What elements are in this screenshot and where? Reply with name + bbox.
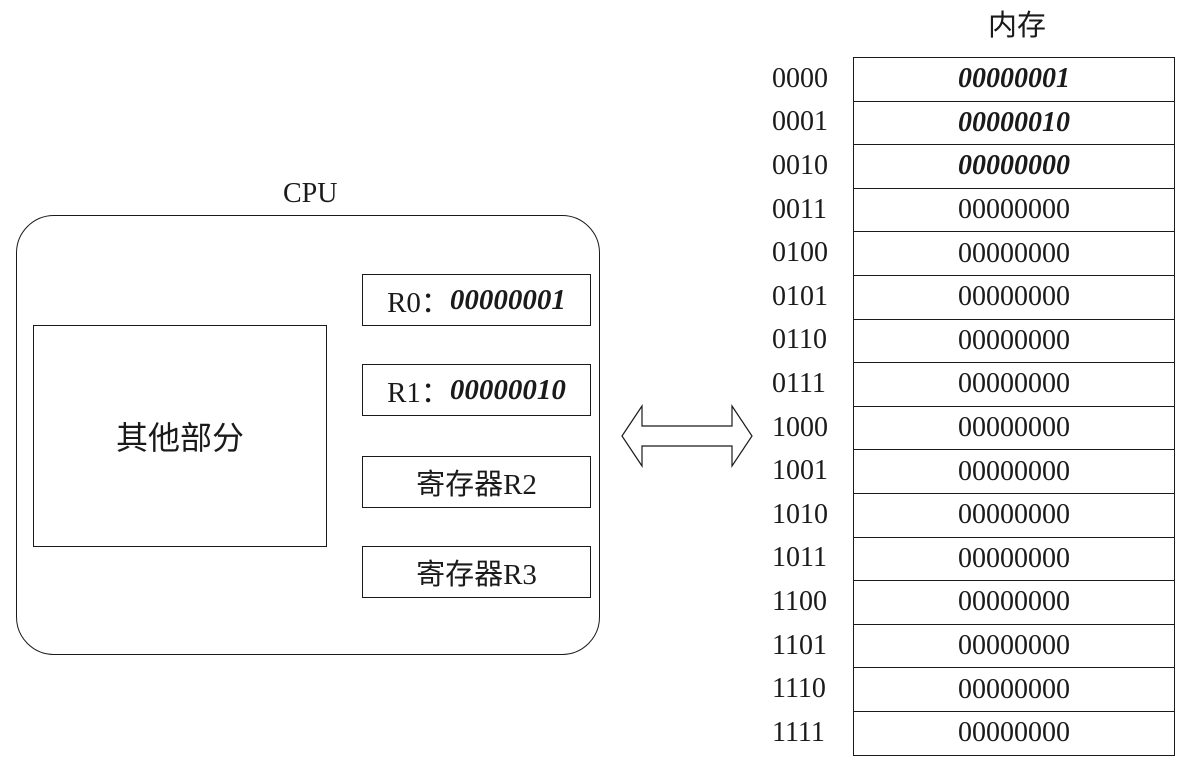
memory-address: 1010 [772, 498, 828, 530]
memory-cell: 00000000 [854, 712, 1174, 756]
memory-cell: 00000000 [854, 363, 1174, 407]
other-parts-label: 其他部分 [115, 420, 244, 456]
register-r3: 寄存器R3 [362, 546, 591, 598]
memory-address: 1000 [772, 411, 828, 443]
memory-address: 0011 [772, 193, 827, 225]
memory-cell: 00000000 [854, 668, 1174, 712]
memory-address: 0000 [772, 62, 828, 94]
memory-cell: 00000000 [854, 538, 1174, 582]
memory-cell: 00000000 [854, 581, 1174, 625]
memory-address: 1110 [772, 673, 826, 705]
memory-address: 1101 [772, 629, 827, 661]
register-r2: 寄存器R2 [362, 456, 591, 508]
memory-cell: 00000000 [854, 320, 1174, 364]
double-arrow-icon [621, 404, 753, 468]
address-column: 0000 0001 0010 0011 0100 0101 0110 0111 1000 1001… [772, 57, 842, 755]
memory-address: 1100 [772, 585, 827, 617]
memory-cell: 00000000 [854, 232, 1174, 276]
register-name: 寄存器R3 [416, 559, 537, 591]
memory-address: 0010 [772, 149, 828, 181]
memory-address: 1001 [772, 455, 828, 487]
memory-cell: 00000000 [854, 625, 1174, 669]
memory-address: 0100 [772, 237, 828, 269]
memory-address: 0001 [772, 106, 828, 138]
memory-address: 1111 [772, 716, 825, 748]
memory-address: 0111 [772, 367, 826, 399]
memory-cell: 00000001 [854, 58, 1174, 102]
register-r0: R0：00000001 [362, 274, 591, 326]
register-value: 00000001 [449, 283, 566, 316]
other-parts-box: 其他部分 [33, 325, 327, 547]
memory-cell: 00000000 [854, 407, 1174, 451]
cpu-label: CPU [283, 178, 338, 209]
register-r1: R1：00000010 [362, 364, 591, 416]
cpu-box [16, 215, 600, 655]
memory-address: 1011 [772, 542, 827, 574]
memory-address: 0110 [772, 324, 827, 356]
register-name: R0： [387, 287, 450, 319]
memory-cell: 00000000 [854, 276, 1174, 320]
memory-cell: 00000010 [854, 102, 1174, 146]
memory-address: 0101 [772, 280, 828, 312]
memory-cell: 00000000 [854, 145, 1174, 189]
memory-cell: 00000000 [854, 450, 1174, 494]
memory-title: 内存 [988, 10, 1047, 42]
memory-cell: 00000000 [854, 494, 1174, 538]
register-name: 寄存器R2 [416, 469, 537, 501]
register-name: R1： [387, 377, 450, 409]
register-value: 00000010 [449, 373, 566, 406]
memory-cell: 00000000 [854, 189, 1174, 233]
